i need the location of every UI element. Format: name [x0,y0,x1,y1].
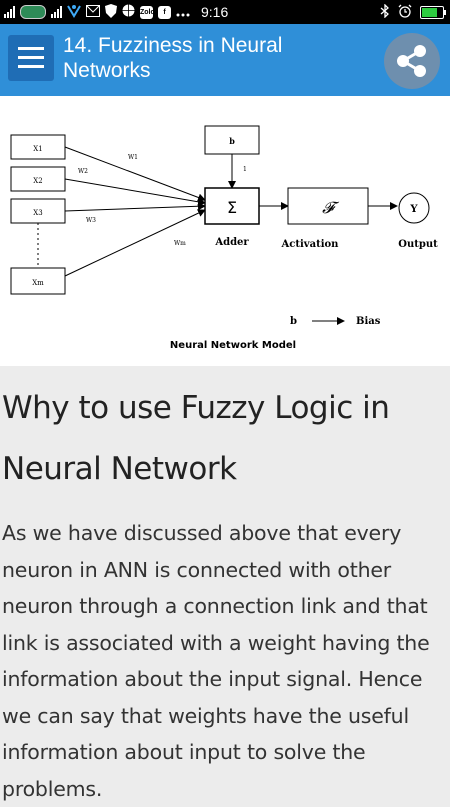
weight-label-w1: W1 [128,154,138,161]
activation-label: Activation [281,239,340,250]
legend-symbol: b [290,316,297,327]
operator-logo-icon [20,5,46,19]
input-box-x2 [10,166,66,192]
network-icon [67,4,81,21]
sum-symbol: Σ [227,198,237,217]
input-label-x1: X1 [33,145,42,153]
status-left-icons: Zolo f 9:16 [4,3,228,21]
neural-network-diagram: X1 X2 X3 Xm W1 W2 W3 Wm b 1 Σ Adder 𝓕 Ac… [0,96,450,366]
bias-weight-label: 1 [243,166,247,173]
article-heading: Why to use Fuzzy Logic in Neural Network [2,390,390,487]
mail-icon [86,4,100,20]
page-title: 14. Fuzziness in Neural Networks [63,34,283,82]
basketball-icon [122,4,135,20]
output-symbol: Y [409,204,418,215]
status-right-icons [380,2,446,21]
signal-icon [51,6,62,18]
article: Why to use Fuzzy Logic in Neural Network… [0,366,450,801]
alarm-icon [398,4,412,21]
status-bar: Zolo f 9:16 [0,0,450,24]
input-box-xm [10,267,66,295]
adder-box [204,187,260,225]
input-box-x3 [10,198,66,224]
input-label-x3: X3 [33,209,42,217]
legend-text: Bias [356,316,381,327]
shield-icon [105,3,117,21]
signal-icon [4,6,15,18]
bluetooth-icon [380,2,390,21]
output-node [398,192,430,224]
output-label: Output [398,239,438,250]
more-icon [176,4,190,20]
status-time: 9:16 [201,4,229,20]
weight-label-wm: Wm [174,240,186,247]
article-paragraph: As we have discussed above that every ne… [2,521,430,801]
hamburger-icon[interactable] [8,35,54,81]
input-label-xm: Xm [32,279,44,287]
app-bar: 14. Fuzziness in Neural Networks [0,24,450,96]
bias-box [204,125,260,155]
battery-icon [420,5,446,19]
adder-label: Adder [214,237,249,248]
app-icon: Zolo [140,5,155,19]
facebook-icon: f [158,5,171,19]
share-icon[interactable] [384,33,440,89]
activation-box [287,187,369,225]
bias-box-label: b [229,136,235,146]
input-label-x2: X2 [33,177,42,185]
diagram-caption: Neural Network Model [170,340,296,351]
weight-label-w3: W3 [86,217,96,224]
weight-label-w2: W2 [78,168,88,175]
